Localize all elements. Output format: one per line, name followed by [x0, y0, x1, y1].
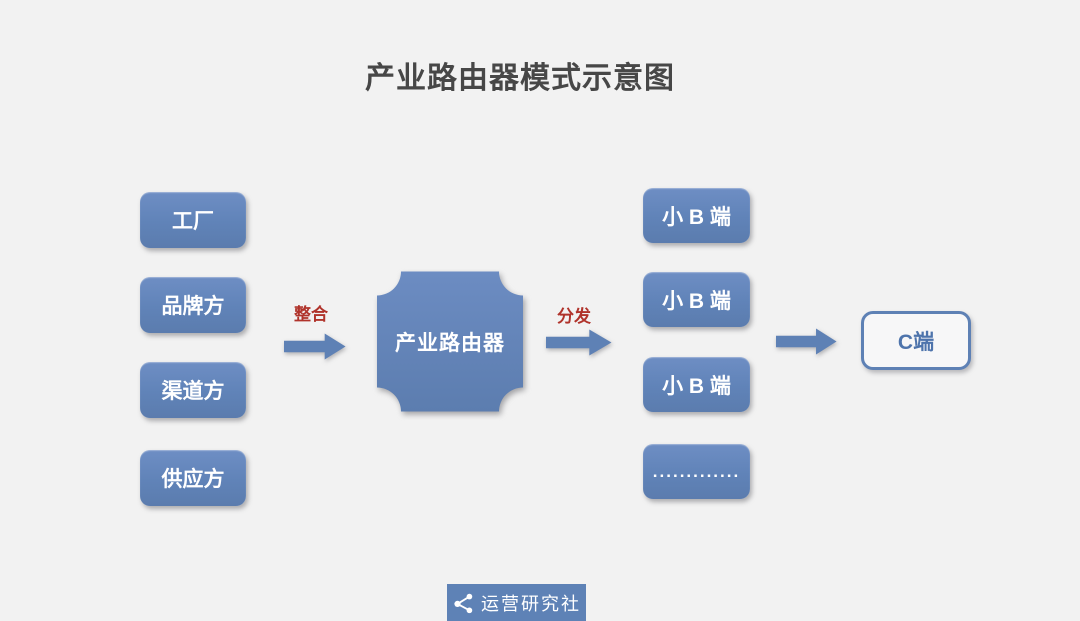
router-node-label: 产业路由器 [395, 331, 505, 355]
share-icon [454, 593, 473, 613]
small-b-node-label: ............. [652, 461, 741, 481]
source-node-label: 工厂 [172, 210, 214, 233]
source-node-label: 品牌方 [161, 295, 225, 318]
source-node-label: 供应方 [161, 468, 225, 491]
c-end-node-label: C端 [897, 330, 935, 354]
small-b-node-ellipsis: ............. [643, 444, 750, 499]
diagram-title: 产业路由器模式示意图 [365, 62, 675, 95]
source-node-factory: 工厂 [140, 192, 246, 248]
small-b-node: 小 B 端 [643, 272, 750, 327]
footer-brand-badge: 运营研究社 [447, 584, 586, 621]
footer-brand-label: 运营研究社 [481, 593, 581, 614]
small-b-node: 小 B 端 [643, 357, 750, 412]
source-node-channel: 渠道方 [140, 362, 246, 418]
c-end-node: C端 [861, 311, 971, 370]
distribute-flow-label: 分发 [557, 307, 591, 326]
plaque-shape-icon [377, 271, 523, 412]
small-b-node-label: 小 B 端 [662, 374, 731, 398]
small-b-node: 小 B 端 [643, 188, 750, 243]
integrate-arrow-icon [284, 333, 346, 360]
source-node-supplier: 供应方 [140, 450, 246, 506]
router-node: 产业路由器 [377, 271, 523, 412]
integrate-flow-label: 整合 [294, 305, 328, 324]
to-c-end-arrow-icon [776, 328, 837, 355]
source-node-brand: 品牌方 [140, 277, 246, 333]
source-node-label: 渠道方 [161, 380, 225, 403]
distribute-arrow-icon [546, 329, 612, 356]
small-b-node-label: 小 B 端 [662, 205, 731, 229]
small-b-node-label: 小 B 端 [662, 289, 731, 313]
